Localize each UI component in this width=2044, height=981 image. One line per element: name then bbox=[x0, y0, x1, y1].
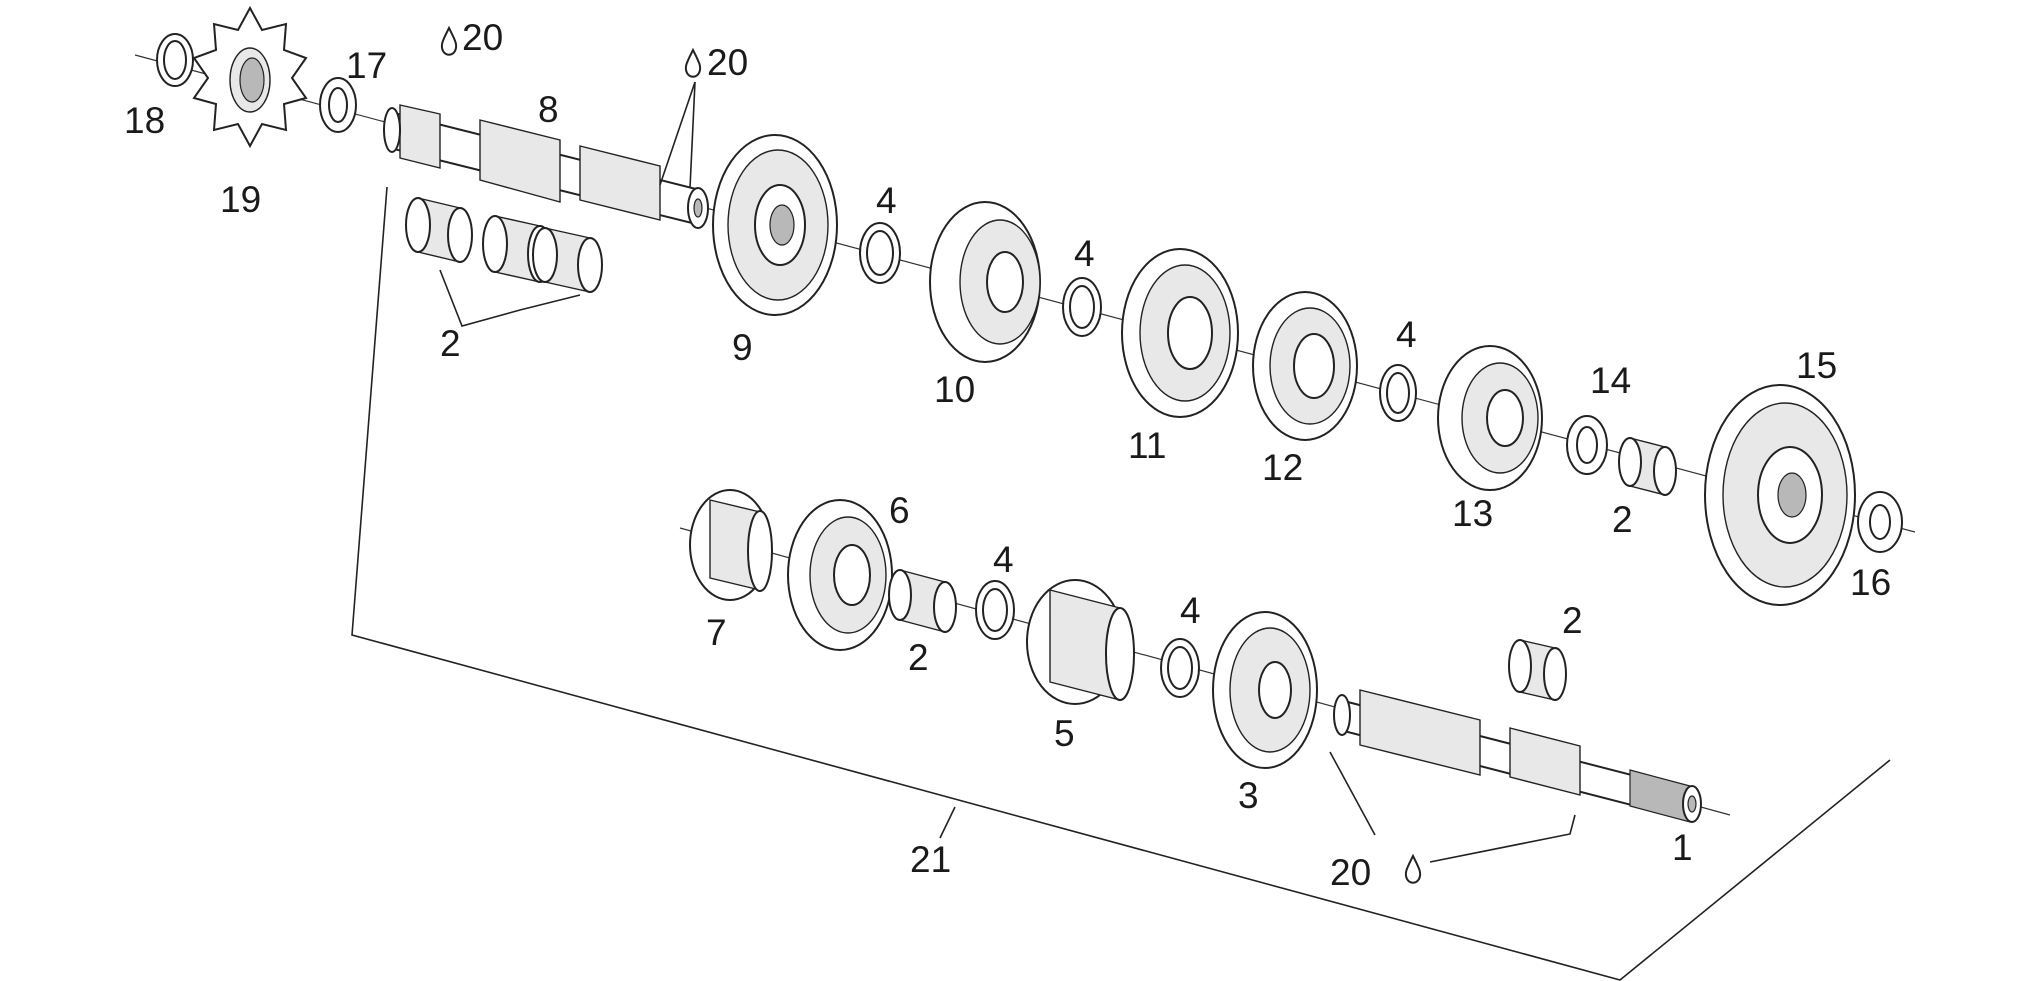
callout-2-lower-left: 2 bbox=[908, 637, 929, 678]
callout-16: 16 bbox=[1850, 562, 1891, 603]
sprocket-19 bbox=[192, 5, 308, 149]
needle-bearing-2a bbox=[405, 197, 473, 263]
needle-bearing-2e bbox=[888, 569, 957, 633]
oil-drop-icon bbox=[684, 47, 702, 78]
callout-2-upper-left: 2 bbox=[440, 323, 461, 364]
callout-20-top-left: 20 bbox=[462, 17, 503, 58]
needle-bearing-2f bbox=[1508, 639, 1567, 701]
needle-bearing-2c bbox=[532, 227, 603, 293]
callout-4-third: 4 bbox=[1396, 314, 1417, 355]
leader-20-lower bbox=[1429, 814, 1576, 863]
callout-9: 9 bbox=[732, 327, 753, 368]
callout-13: 13 bbox=[1452, 493, 1493, 534]
callout-5: 5 bbox=[1054, 713, 1075, 754]
gear-13 bbox=[1437, 345, 1543, 491]
gear-6 bbox=[787, 499, 893, 651]
callout-7: 7 bbox=[706, 612, 727, 653]
gear-15 bbox=[1704, 384, 1856, 606]
callout-17: 17 bbox=[346, 45, 387, 86]
washer-14 bbox=[1566, 415, 1608, 475]
circlip-4c bbox=[1379, 364, 1417, 422]
callout-18: 18 bbox=[124, 100, 165, 141]
callout-14: 14 bbox=[1590, 360, 1631, 401]
needle-bearing-2d bbox=[1618, 437, 1677, 496]
leader-21 bbox=[939, 806, 956, 839]
callout-4-fourth: 4 bbox=[993, 539, 1014, 580]
callout-8: 8 bbox=[538, 89, 559, 130]
callout-6: 6 bbox=[889, 490, 910, 531]
circlip-4a bbox=[859, 222, 901, 284]
gear-9 bbox=[712, 134, 838, 316]
circlip-4b bbox=[1062, 277, 1102, 337]
input-shaft-1 bbox=[1333, 689, 1702, 823]
callout-2-lower-right: 2 bbox=[1562, 600, 1583, 641]
leader-20-lower-b bbox=[1329, 751, 1376, 836]
callout-11: 11 bbox=[1128, 425, 1166, 466]
gear-7 bbox=[689, 489, 773, 601]
callout-12: 12 bbox=[1262, 447, 1303, 488]
circlip-4e bbox=[1160, 638, 1200, 698]
gear-10 bbox=[929, 201, 1041, 363]
circlip-18 bbox=[156, 33, 194, 87]
circlip-4d bbox=[975, 580, 1015, 640]
gear-11 bbox=[1121, 248, 1239, 418]
callout-10: 10 bbox=[934, 369, 975, 410]
callout-4-first: 4 bbox=[876, 180, 897, 221]
callout-4-fifth: 4 bbox=[1180, 590, 1201, 631]
leader-2-upper bbox=[439, 269, 581, 327]
callout-15: 15 bbox=[1796, 345, 1837, 386]
leader-20-upper bbox=[659, 81, 696, 186]
callout-20-bottom: 20 bbox=[1330, 852, 1371, 893]
assembly-bracket bbox=[351, 186, 1891, 981]
gear-3 bbox=[1212, 611, 1318, 769]
callout-19: 19 bbox=[220, 179, 261, 220]
washer-16 bbox=[1857, 491, 1903, 553]
callout-21: 21 bbox=[910, 839, 951, 880]
gear-12 bbox=[1252, 291, 1358, 441]
callout-2-right: 2 bbox=[1612, 499, 1633, 540]
callout-4-second: 4 bbox=[1074, 233, 1095, 274]
callout-20-top-right: 20 bbox=[707, 42, 748, 83]
leader-20-upper-b bbox=[689, 81, 696, 189]
oil-drop-icon bbox=[1404, 853, 1422, 884]
main-shaft-8 bbox=[383, 104, 709, 229]
callout-1: 1 bbox=[1672, 827, 1693, 868]
oil-drop-icon bbox=[440, 25, 458, 56]
gear-5 bbox=[1026, 579, 1135, 705]
callout-3: 3 bbox=[1238, 775, 1259, 816]
washer-17 bbox=[319, 77, 357, 133]
